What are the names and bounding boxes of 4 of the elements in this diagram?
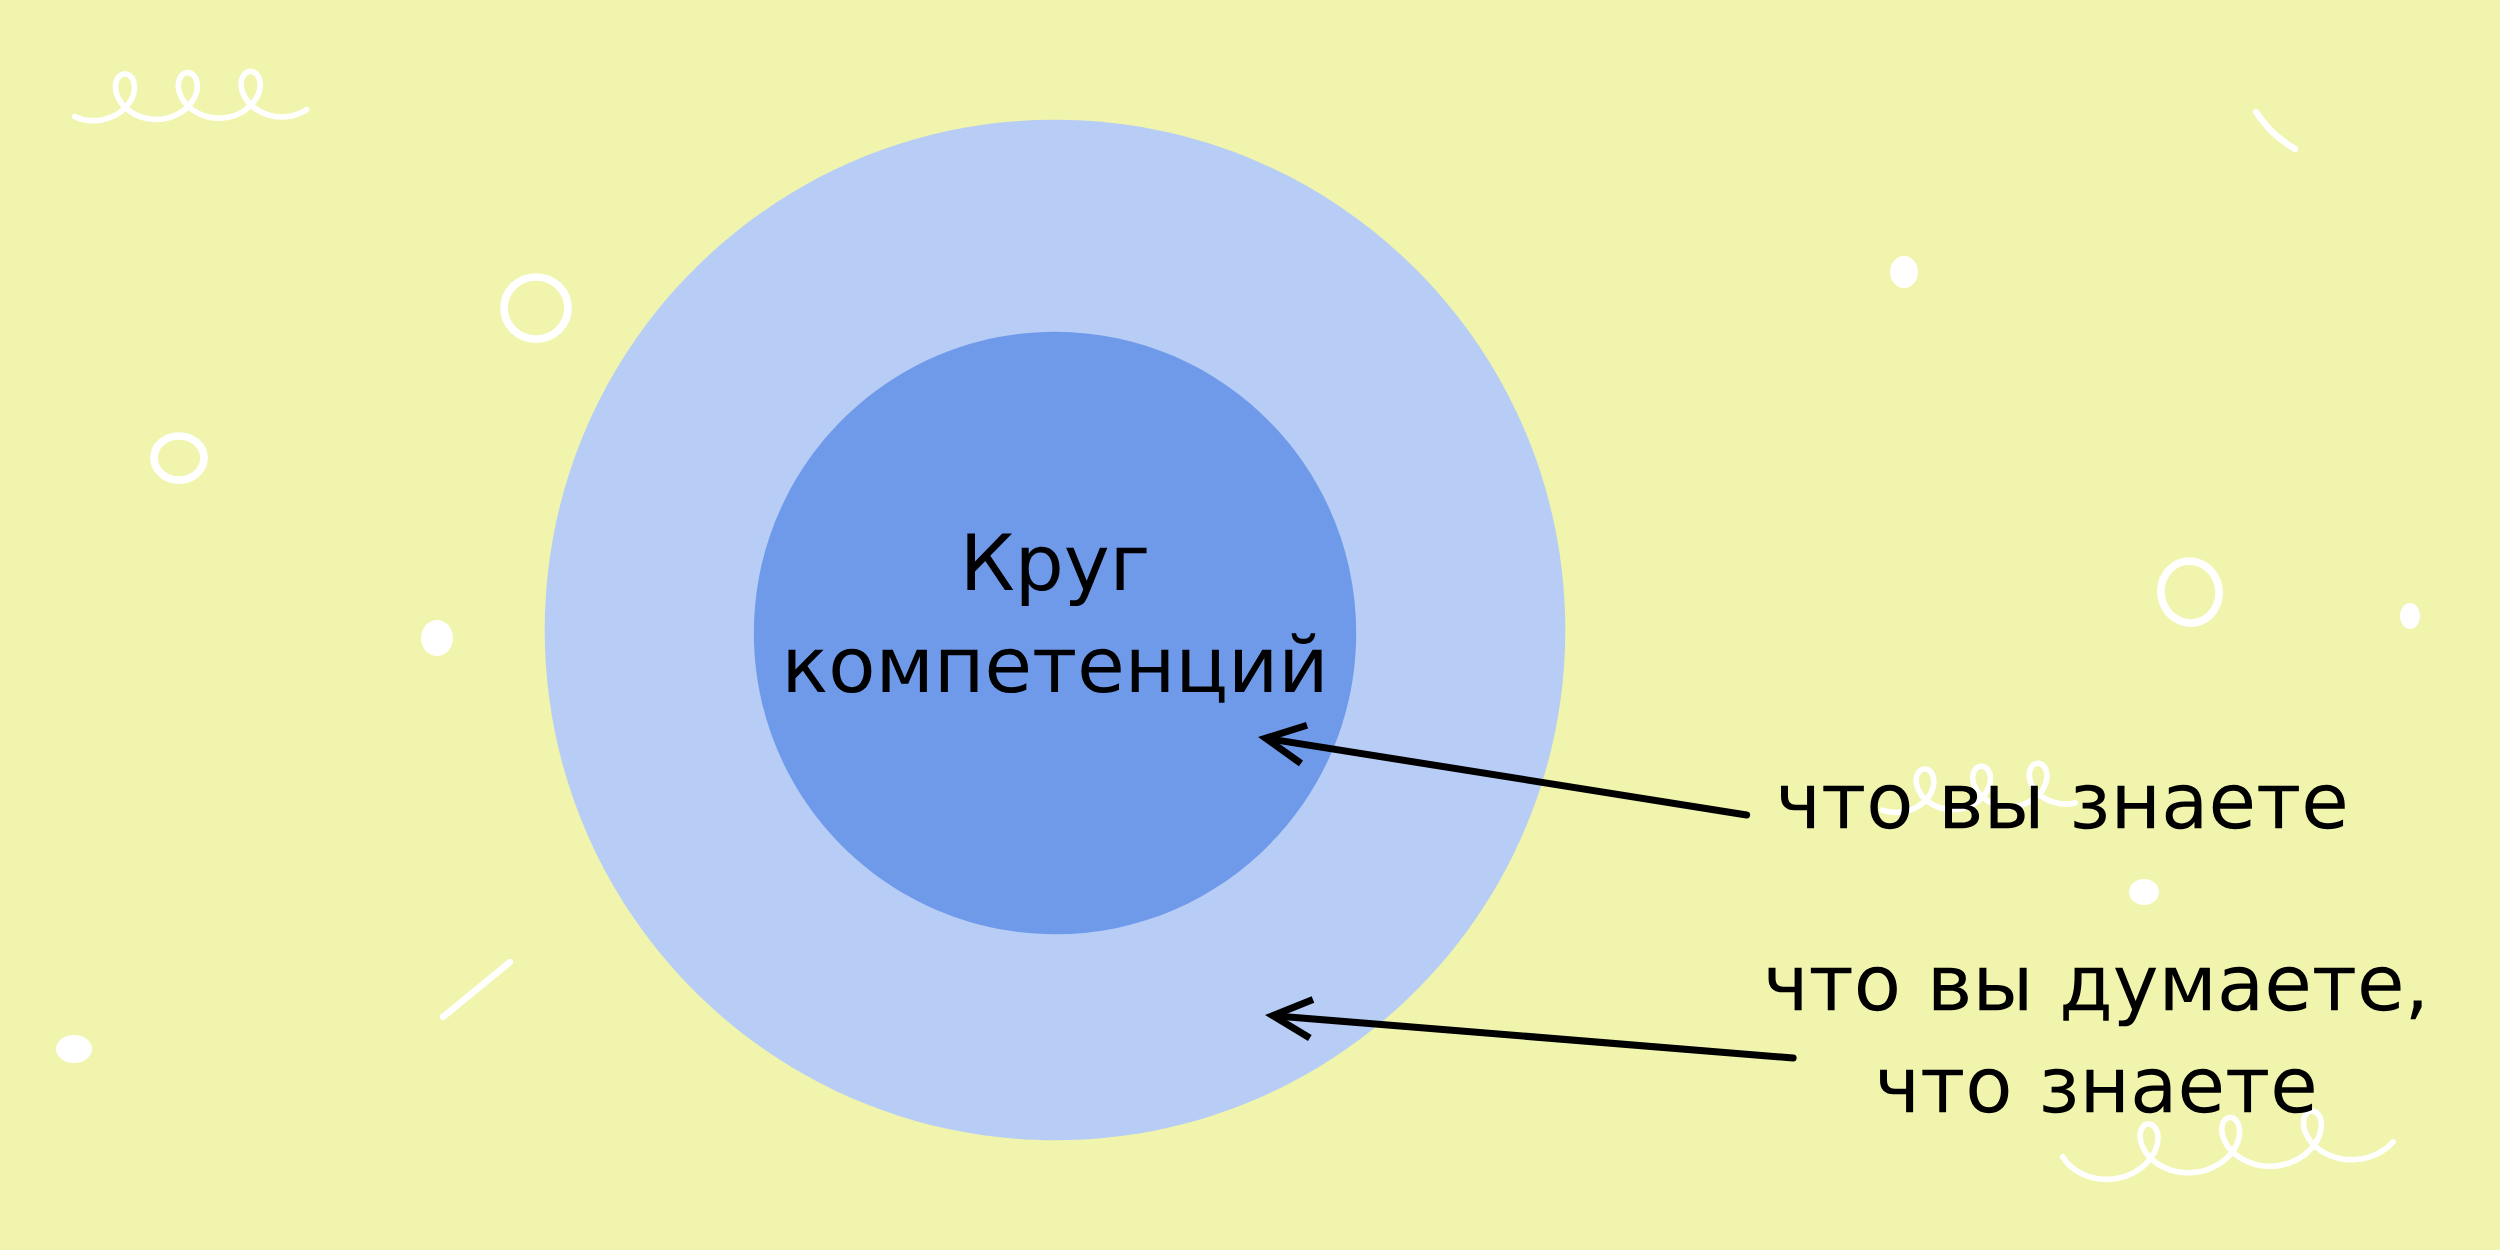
arrow — [1258, 721, 1751, 819]
annotation-label: что вы знаете — [1781, 784, 2345, 830]
arrow — [1265, 996, 1797, 1062]
annotation-label: что вы думаете, что знаете — [1768, 966, 2422, 1114]
